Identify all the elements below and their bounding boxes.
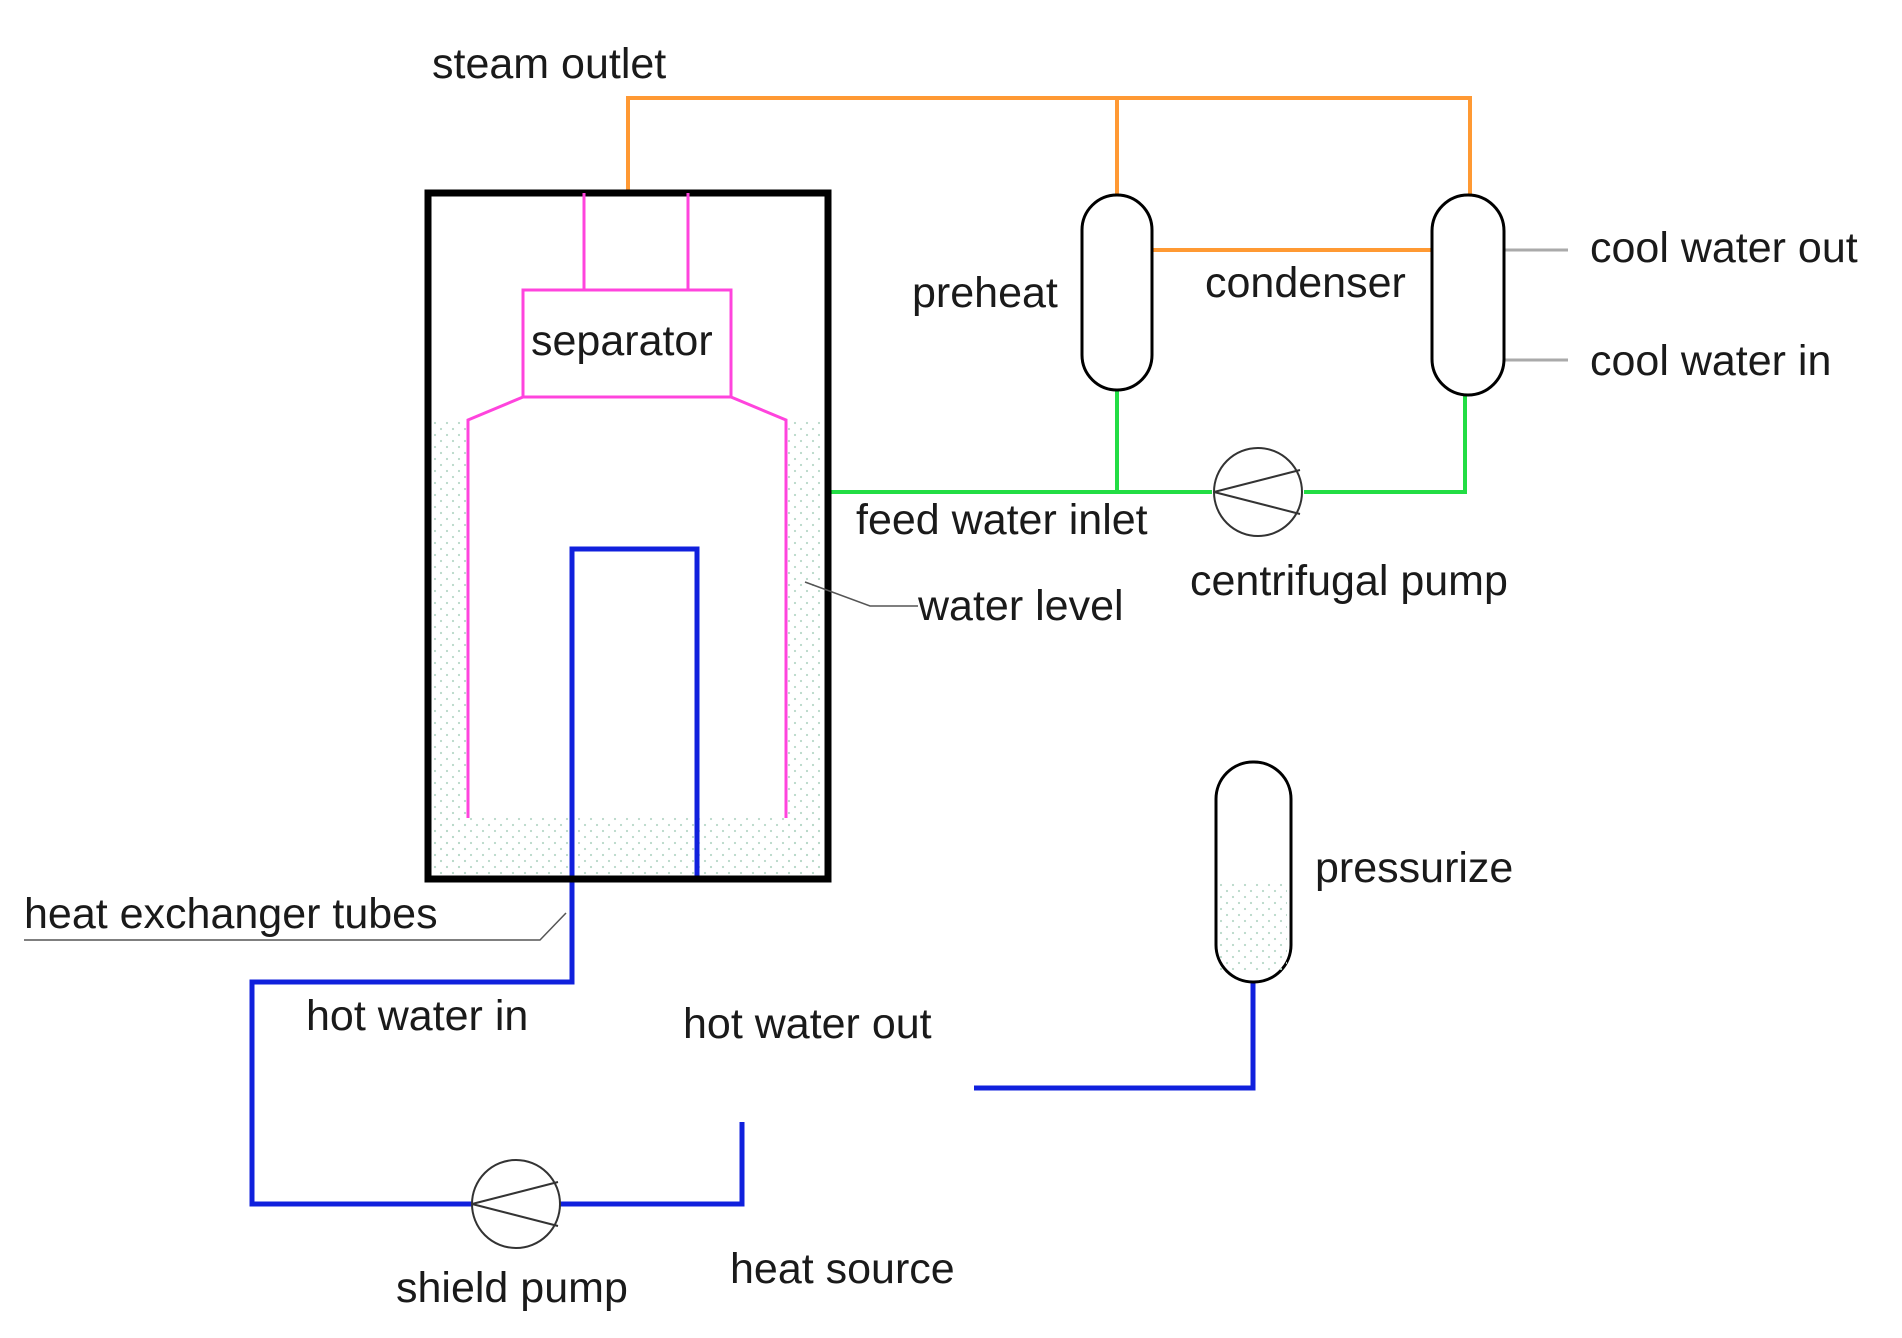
condenser-vessel [1430,193,1506,397]
label-centrifugal-pump: centrifugal pump [1190,557,1508,605]
steam-lines [626,96,1472,252]
label-hot-water-out: hot water out [683,1000,932,1048]
label-heat-source: heat source [730,1245,955,1293]
label-hot-water-in: hot water in [306,992,528,1040]
leader-lines [24,581,918,941]
label-condenser: condenser [1205,259,1406,307]
label-cool-water-out: cool water out [1590,224,1858,272]
water-fill [434,420,822,878]
preheat-vessel [1080,193,1154,392]
feed-water-lines [827,388,1467,494]
label-heat-exchanger-tubes: heat exchanger tubes [24,890,438,938]
separator-unit [466,193,788,818]
label-cool-water-in: cool water in [1590,337,1831,385]
pressurizer-vessel [1214,760,1293,984]
label-shield-pump: shield pump [396,1264,628,1312]
label-separator: separator [531,317,713,365]
label-feed-water-inlet: feed water inlet [856,496,1148,544]
steam-generator-vessel [424,189,832,883]
primary-loop [249,546,1256,1207]
shield-pump [471,1159,561,1249]
label-water-level: water level [917,582,1124,630]
cooling-water-lines [1504,248,1568,362]
label-preheat: preheat [912,269,1058,317]
label-pressurize: pressurize [1315,844,1513,892]
centrifugal-pump [1213,447,1303,537]
label-steam-outlet: steam outlet [432,40,666,88]
